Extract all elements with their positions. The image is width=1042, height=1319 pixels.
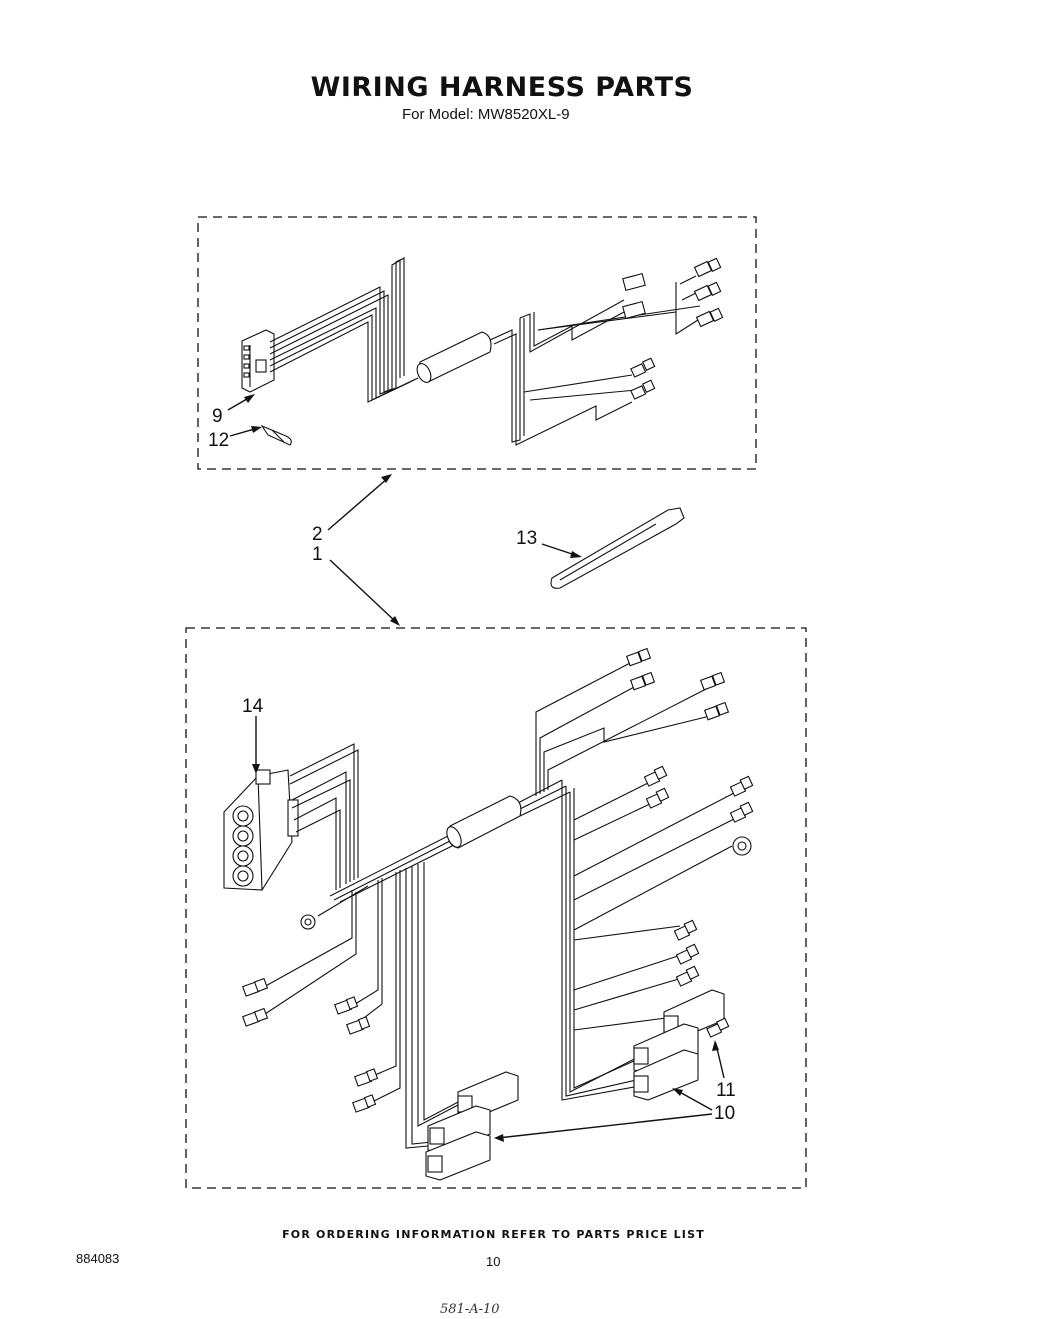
callout-12: 12 (208, 430, 229, 451)
terminal-11 (706, 1017, 730, 1038)
page-title: WIRING HARNESS PARTS (310, 72, 694, 103)
leader-12 (229, 426, 262, 437)
terminal-pin-12 (260, 424, 292, 446)
harness-1-trunk (329, 779, 571, 903)
handwritten-note: 581-A-10 (440, 1302, 500, 1317)
leader-9 (227, 394, 255, 411)
harness-2-right-wires (489, 275, 701, 446)
connector-block-9 (241, 329, 275, 393)
callout-1: 1 (312, 544, 323, 565)
harness-2-drawing (227, 257, 724, 446)
harness-1-right-terminals (625, 647, 754, 987)
callout-9: 9 (212, 406, 223, 427)
leader-14 (252, 716, 260, 774)
harness-1-left-bundle (289, 743, 359, 890)
callout-2: 2 (312, 524, 323, 545)
leader-10 (494, 1088, 713, 1142)
connector-housing-10-left (425, 1071, 519, 1181)
callout-13: 13 (516, 528, 537, 549)
callout-11: 11 (716, 1080, 736, 1101)
ordering-note: FOR ORDERING INFORMATION REFER TO PARTS … (282, 1228, 705, 1241)
harness-2-sleeve (416, 331, 492, 383)
connector-housing-10-right (633, 989, 725, 1101)
harness-1-frame (185, 627, 807, 1189)
callout-10: 10 (714, 1103, 735, 1124)
callout-14: 14 (242, 696, 264, 717)
harness-2-frame (197, 216, 757, 470)
ring-terminal-right (732, 836, 752, 856)
leader-2 (327, 474, 392, 531)
harness-1-right-bus (535, 661, 713, 1101)
page-number: 10 (486, 1254, 501, 1269)
harness-2-wire-bundle (269, 257, 419, 403)
harness-1-left-lower-wires (261, 862, 463, 1149)
document-number: 884083 (76, 1251, 120, 1266)
connector-block-14 (223, 769, 299, 891)
model-subtitle: For Model: MW8520XL-9 (402, 106, 570, 123)
tie-strap-13 (550, 507, 685, 589)
harness-1-sleeve (446, 795, 522, 849)
leader-11 (712, 1040, 725, 1079)
harness-1-left-terminals (242, 977, 379, 1113)
harness-1-right-branches (573, 781, 737, 1031)
leader-1 (329, 559, 400, 626)
harness-2-terminals (622, 257, 724, 400)
leader-13 (541, 543, 582, 558)
harness-1-drawing (223, 647, 754, 1181)
ring-terminal-left (300, 885, 369, 930)
